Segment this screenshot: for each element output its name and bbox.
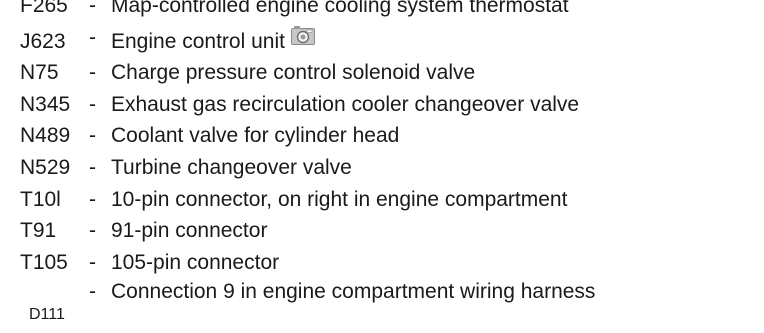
legend-row-n345: N345 - Exhaust gas recirculation cooler … — [0, 91, 764, 119]
legend-row-j623: J623 - Engine control unit — [0, 25, 764, 56]
separator-dash: - — [89, 188, 96, 211]
component-description: Engine control unit — [111, 30, 285, 53]
legend-row-t91: T91 - 91-pin connector — [0, 217, 764, 245]
component-code: D111 — [29, 306, 65, 323]
component-description: Map-controlled engine cooling system the… — [111, 0, 569, 17]
component-description: 91-pin connector — [111, 219, 268, 242]
legend-row-t105: T105 - 105-pin connector — [0, 249, 764, 277]
component-description: Exhaust gas recirculation cooler changeo… — [111, 93, 580, 116]
component-description: Coolant valve for cylinder head — [111, 124, 400, 147]
component-code: N345 — [20, 93, 71, 116]
separator-dash: - — [89, 219, 96, 242]
component-code: T10l — [20, 188, 61, 211]
separator-dash: - — [89, 124, 96, 147]
separator-dash: - — [89, 0, 96, 17]
component-code: F265 — [20, 0, 68, 17]
legend-row-f265: F265 - Map-controlled engine cooling sys… — [0, 0, 764, 20]
component-code: J623 — [20, 30, 66, 53]
component-description: Charge pressure control solenoid valve — [111, 61, 476, 84]
component-description: Turbine changeover valve — [111, 156, 352, 179]
separator-dash: - — [89, 251, 96, 274]
separator-dash: - — [89, 61, 96, 84]
component-description: 105-pin connector — [111, 251, 280, 274]
component-code: N489 — [20, 124, 71, 147]
legend-row-n529: N529 - Turbine changeover valve — [0, 154, 764, 182]
legend-row-t10l: T10l - 10-pin connector, on right in eng… — [0, 186, 764, 214]
component-description: 10-pin connector, on right in engine com… — [111, 188, 568, 211]
camera-icon[interactable] — [290, 25, 315, 53]
component-description: Connection 9 in engine compartment wirin… — [111, 280, 596, 303]
component-code: T105 — [20, 251, 68, 274]
component-code: N75 — [20, 61, 59, 84]
component-code: T91 — [20, 219, 57, 242]
legend-row-n75: N75 - Charge pressure control solenoid v… — [0, 59, 764, 87]
component-code: N529 — [20, 156, 71, 179]
legend-row-n489: N489 - Coolant valve for cylinder head — [0, 122, 764, 150]
separator-dash: - — [89, 93, 96, 116]
legend-row-d111: D111 - Connection 9 in engine compartmen… — [0, 278, 764, 333]
separator-dash: - — [89, 156, 96, 179]
separator-dash: - — [89, 26, 96, 49]
separator-dash: - — [89, 280, 96, 303]
